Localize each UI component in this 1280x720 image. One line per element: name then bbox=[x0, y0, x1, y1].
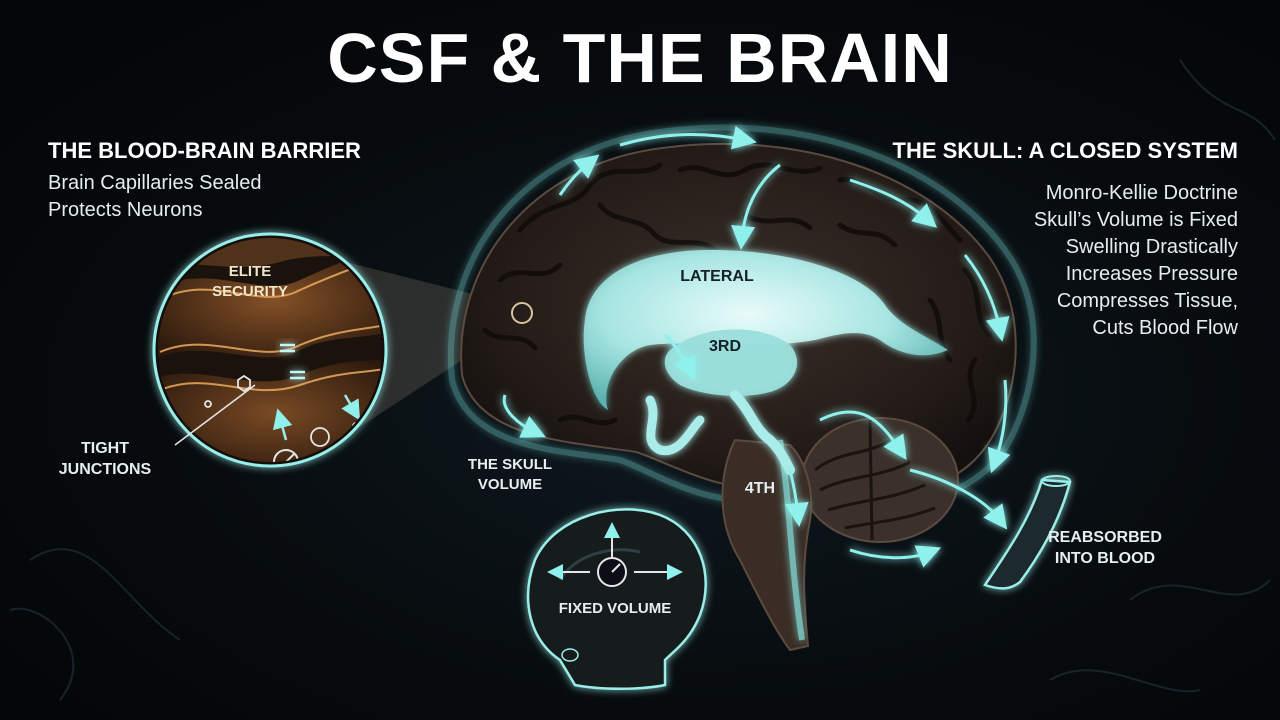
lateral-ventricle-label: LATERAL bbox=[680, 268, 754, 285]
fourth-ventricle-label: 4TH bbox=[744, 480, 776, 497]
skull-text-line-2: Skull’s Volume is Fixed bbox=[1033, 209, 1238, 231]
skull-text-line-5: Compresses Tissue, bbox=[1056, 290, 1238, 312]
bbb-inset bbox=[152, 232, 388, 468]
bbb-text-line-2: Protects Neurons bbox=[48, 199, 203, 221]
tight-junctions-label: TIGHT JUNCTIONS bbox=[58, 440, 152, 478]
skull-volume-label: THE SKULL VOLUME bbox=[467, 456, 553, 493]
bbb-text-line-1: Brain Capillaries Sealed bbox=[48, 172, 262, 194]
ventricle-system bbox=[583, 249, 948, 475]
background-neurons bbox=[9, 59, 1276, 701]
venous-sinus bbox=[983, 475, 1072, 590]
fixed-volume-skull bbox=[526, 508, 707, 690]
skull-text-line-1: Monro-Kellie Doctrine bbox=[1045, 182, 1238, 204]
third-ventricle bbox=[664, 329, 798, 396]
skull-text-line-3: Swelling Drastically bbox=[1065, 236, 1238, 258]
bbb-heading: THE BLOOD-BRAIN BARRIER bbox=[48, 138, 361, 163]
skull-text-block: Monro-Kellie Doctrine Skull’s Volume is … bbox=[1034, 180, 1238, 342]
skull-text-line-4: Increases Pressure bbox=[1065, 263, 1238, 285]
fixed-volume-label: FIXED VOLUME bbox=[558, 600, 672, 617]
skull-heading: THE SKULL: A CLOSED SYSTEM bbox=[892, 138, 1239, 163]
reabsorbed-label: REABSORBED INTO BLOOD bbox=[1048, 529, 1162, 567]
elite-security-label: ELITE SECURITY bbox=[212, 263, 288, 300]
skull-text-line-6: Cuts Blood Flow bbox=[1092, 317, 1238, 339]
csf-flow-arrows bbox=[502, 125, 1011, 568]
cerebellum bbox=[801, 417, 959, 543]
cerebral-aqueduct bbox=[730, 390, 795, 475]
lateral-ventricle bbox=[583, 249, 948, 410]
third-ventricle-label: 3RD bbox=[708, 338, 741, 355]
brain-illustration bbox=[447, 124, 1037, 652]
tight-junction-pointer bbox=[174, 384, 256, 446]
page-title: CSF & THE BRAIN bbox=[327, 19, 953, 97]
zoom-ring bbox=[511, 302, 533, 324]
fourth-ventricle bbox=[645, 395, 705, 456]
